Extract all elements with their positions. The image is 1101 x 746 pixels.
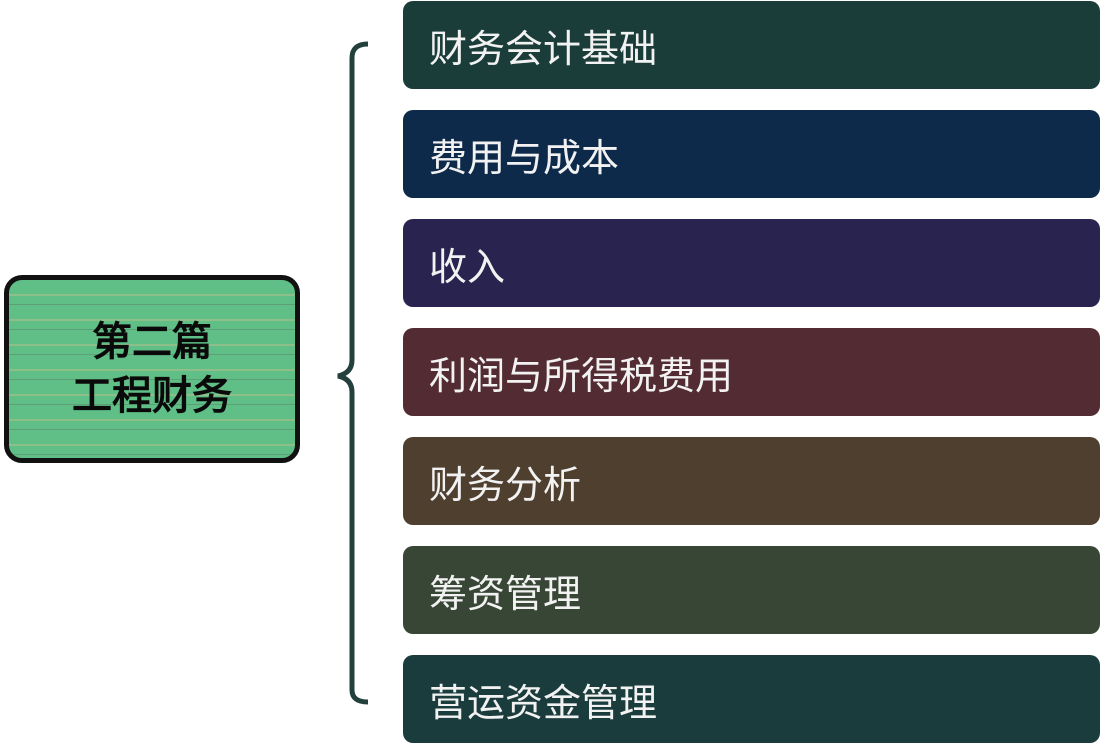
child-topic-label: 财务会计基础 (429, 26, 658, 71)
child-topic-label: 费用与成本 (429, 135, 620, 180)
child-topic[interactable]: 费用与成本 (403, 110, 1100, 198)
child-topic-label: 筹资管理 (429, 571, 582, 616)
child-topic[interactable]: 收入 (403, 219, 1100, 307)
child-topic-label: 财务分析 (429, 462, 582, 507)
child-topic[interactable]: 筹资管理 (403, 546, 1100, 634)
root-topic[interactable]: 第二篇 工程财务 (4, 275, 300, 463)
child-topic-label: 利润与所得税费用 (429, 353, 734, 398)
child-topic[interactable]: 利润与所得税费用 (403, 328, 1100, 416)
child-topic[interactable]: 营运资金管理 (403, 655, 1100, 743)
child-topic-label: 收入 (429, 244, 506, 289)
child-topic[interactable]: 财务会计基础 (403, 1, 1100, 89)
root-topic-label: 第二篇 工程财务 (72, 319, 232, 419)
child-topic-label: 营运资金管理 (429, 680, 658, 725)
child-topic[interactable]: 财务分析 (403, 437, 1100, 525)
